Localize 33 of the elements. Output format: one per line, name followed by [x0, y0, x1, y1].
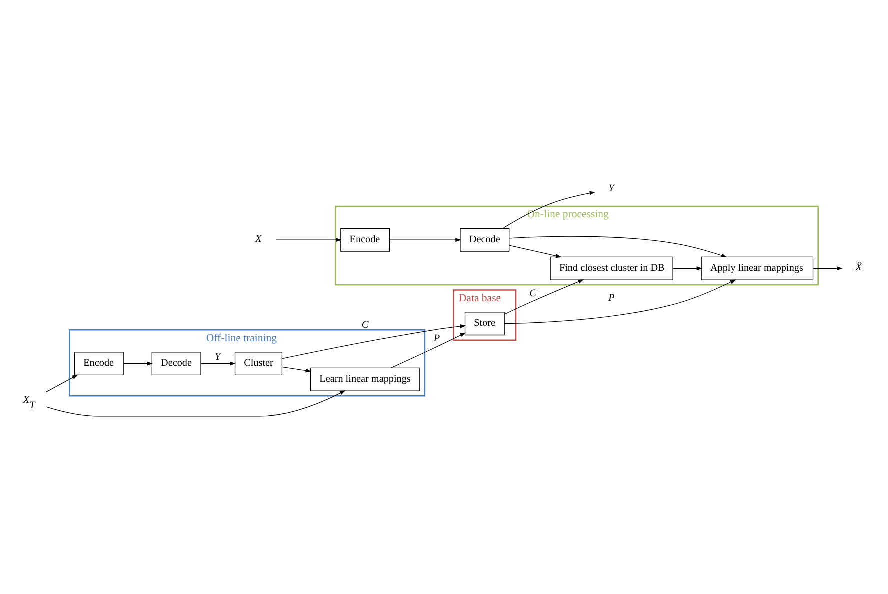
arrow: [390, 332, 466, 368]
arrow: [390, 238, 462, 242]
node-box: Encode: [340, 228, 390, 252]
arrow: [46, 374, 78, 392]
arrow: [123, 361, 154, 366]
edge-label: C: [530, 288, 536, 299]
node-box: Apply linear mappings: [701, 256, 814, 280]
arrow: [502, 190, 596, 228]
arrow: [672, 266, 703, 270]
node-box: Cluster: [234, 352, 283, 376]
node-text: Y: [608, 183, 614, 194]
arrow: [509, 236, 728, 258]
node-box: Decode: [152, 352, 202, 376]
node-text: X: [256, 233, 262, 244]
node-box: Encode: [74, 352, 124, 376]
edge-label: Y: [214, 351, 221, 362]
edge-label: P: [434, 332, 440, 344]
node-box: Decode: [460, 228, 510, 252]
arrow: [200, 361, 236, 366]
node-box: Find closest cluster in DB: [550, 256, 674, 280]
node-box: Learn linear mappings: [310, 367, 420, 391]
arrow: [282, 366, 312, 372]
edge-label: P: [608, 292, 615, 304]
arrow: [504, 279, 584, 314]
arrow: [813, 266, 843, 270]
node-text: X̂: [856, 262, 862, 273]
arrow: [46, 390, 346, 416]
edge-label: C: [362, 320, 369, 331]
arrow: [509, 244, 562, 258]
arrow: [282, 324, 466, 359]
arrow: [504, 279, 736, 324]
node-box: Store: [464, 312, 505, 336]
arrow: [276, 238, 342, 242]
